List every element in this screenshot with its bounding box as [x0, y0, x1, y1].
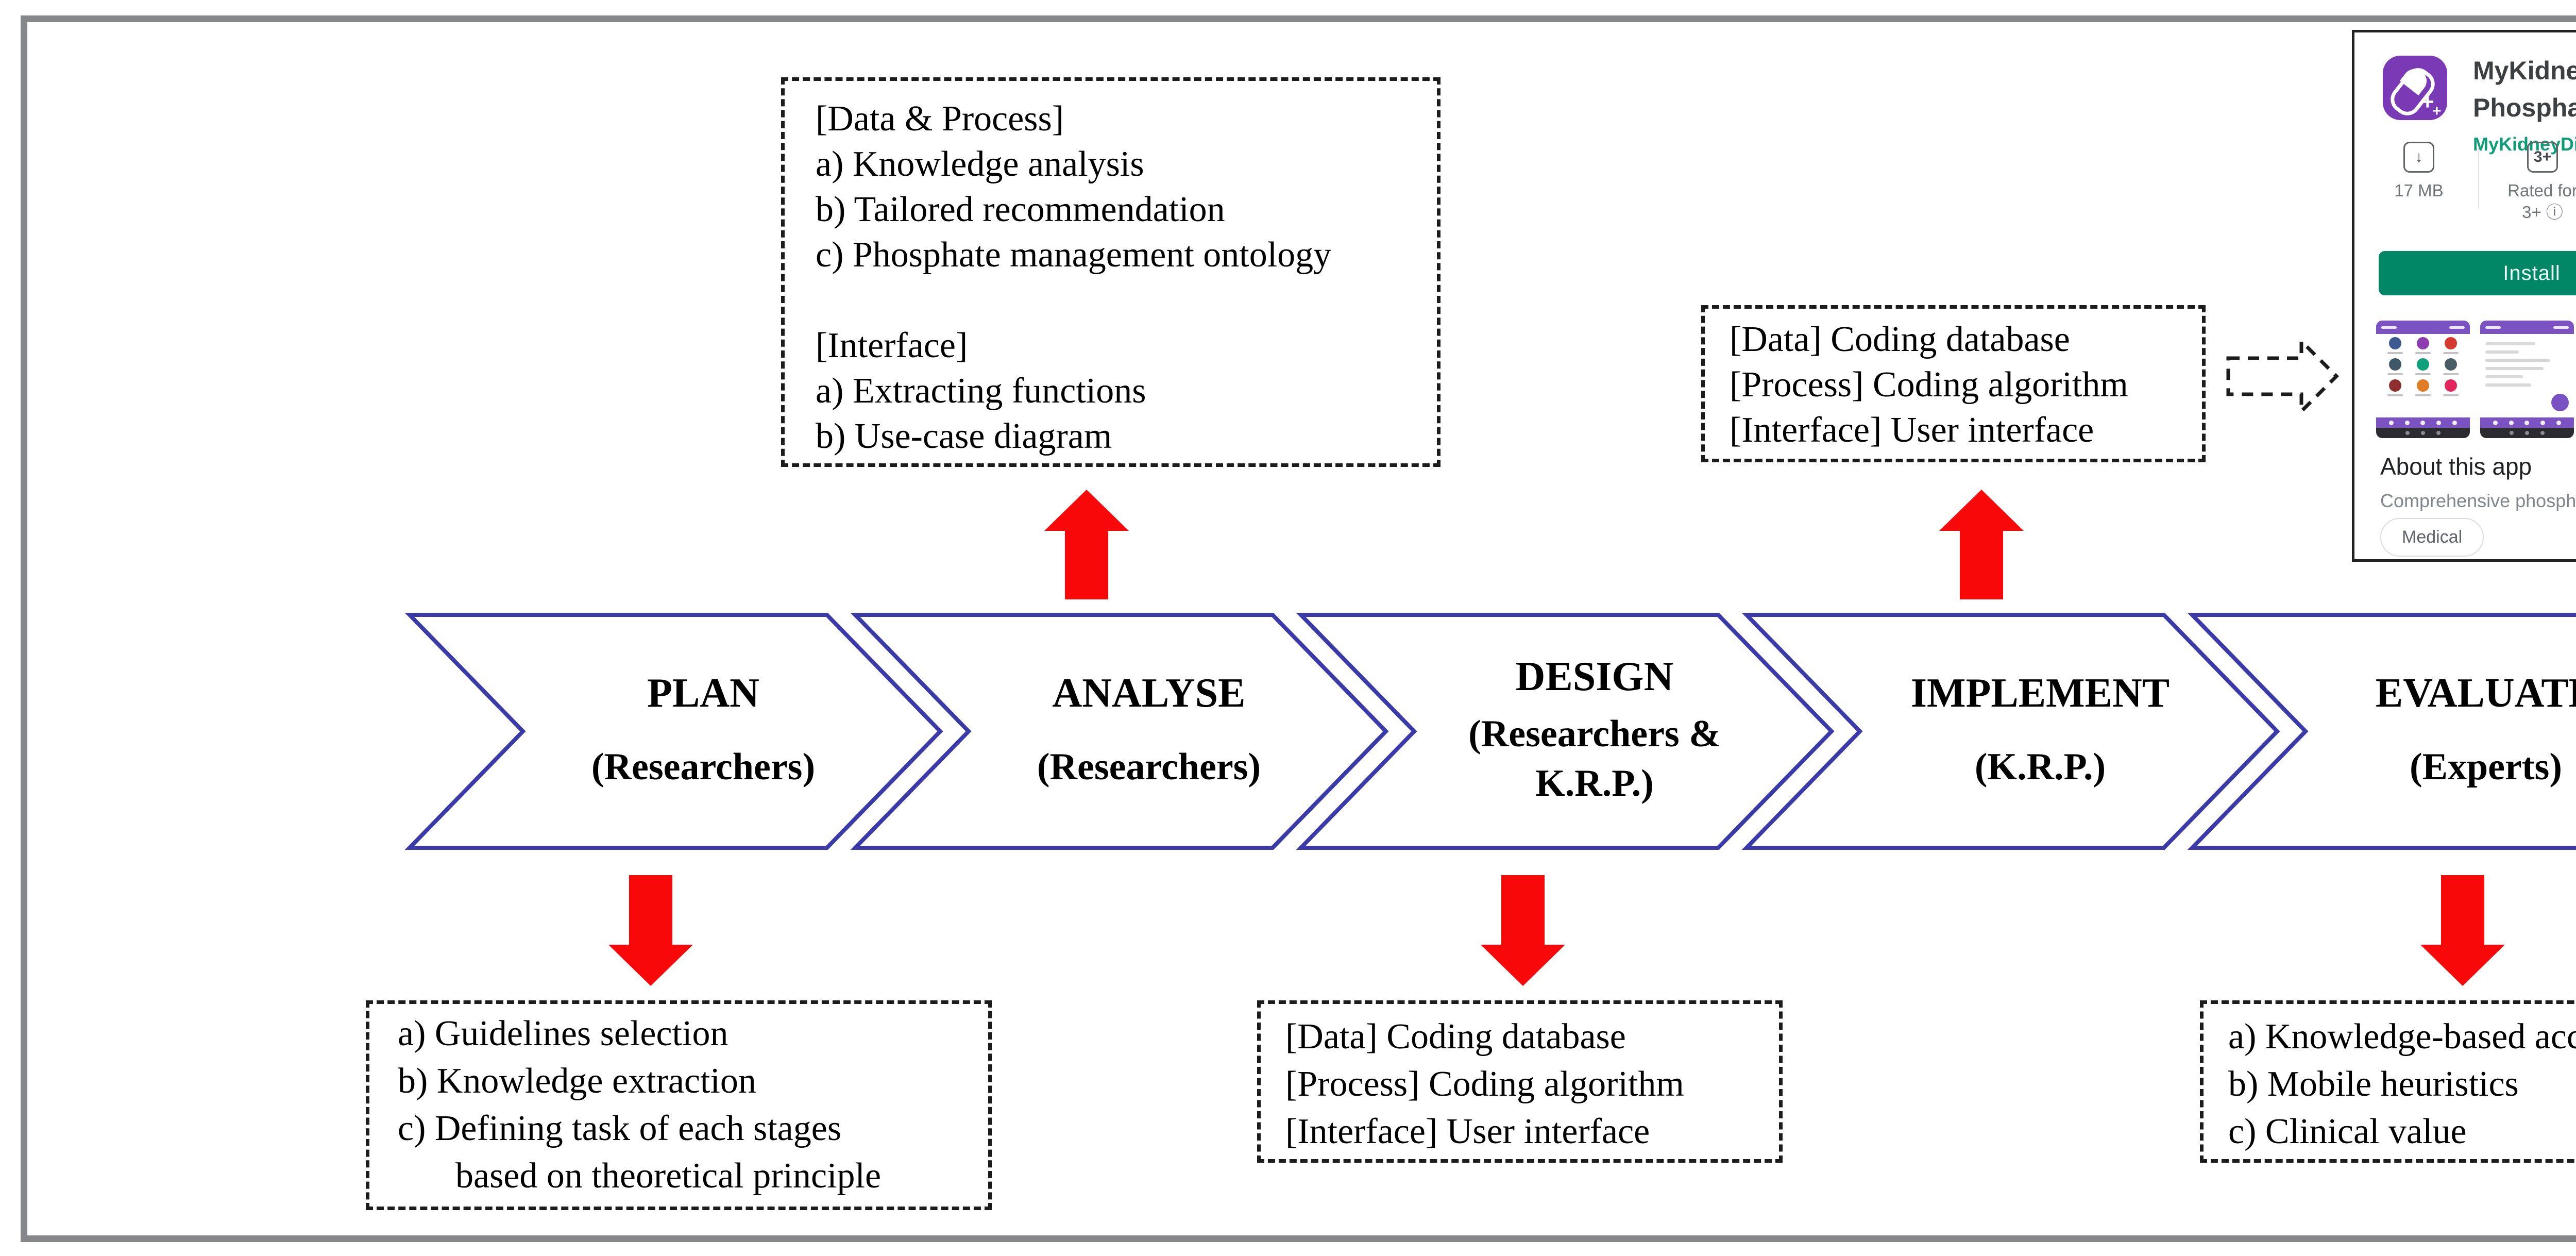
- stat-rating-line1: Rated for: [2507, 181, 2576, 200]
- stage-evaluate-actor: (Experts): [2410, 746, 2562, 788]
- stat-rating-line2: 3+ ⓘ: [2522, 203, 2563, 222]
- stage-implement: IMPLEMENT (K.R.P.): [1795, 615, 2285, 848]
- about-heading: About this app: [2380, 453, 2532, 480]
- category-dot-icon: [2445, 337, 2457, 349]
- stage-design-actor-line1: (Researchers &: [1468, 713, 1721, 755]
- stage-implement-actor: (K.R.P.): [1974, 746, 2106, 788]
- chevron-evaluate: [2187, 613, 2576, 850]
- stage-plan-actor: (Researchers): [591, 746, 816, 788]
- callout-line: [Interface]: [816, 326, 968, 365]
- category-dot-icon: [2417, 358, 2429, 371]
- callout-line: c) Phosphate management ontology: [816, 235, 1332, 275]
- stage-plan-name: PLAN: [647, 671, 759, 716]
- down-arrow-evaluate: [2420, 875, 2505, 986]
- plus-icon: +: [2421, 89, 2434, 114]
- stat-rating: 3+ Rated for 3+ ⓘ: [2494, 142, 2576, 223]
- fab-icon: [2551, 394, 2569, 411]
- chevron-design: [1296, 613, 1835, 850]
- stage-plan: PLAN (Researchers): [459, 615, 948, 848]
- callout-line: [Interface] User interface: [1730, 410, 2094, 450]
- dashed-output-arrow: [2226, 337, 2339, 416]
- app-title-line2: Phosphate Tracker: [2473, 93, 2576, 122]
- screenshot-nav-bar: [2480, 417, 2574, 428]
- callout-line: based on theoretical principle: [455, 1156, 882, 1196]
- callout-line: a) Extracting functions: [816, 371, 1146, 411]
- category-dot-icon: [2445, 379, 2457, 392]
- stage-evaluate-name: EVALUATE: [2375, 671, 2576, 716]
- stage-design-name: DESIGN: [1515, 654, 1674, 699]
- callout-line: [816, 278, 1427, 323]
- callout-analyse-outputs: [Data & Process] a) Knowledge analysis b…: [781, 77, 1440, 467]
- down-arrow-design: [1481, 875, 1565, 986]
- plus-small-icon: +: [2432, 103, 2442, 120]
- callout-line: b) Knowledge extraction: [398, 1061, 756, 1101]
- callout-line: a) Guidelines selection: [398, 1014, 728, 1053]
- callout-implement-outputs: [Data] Coding database [Process] Coding …: [1701, 305, 2206, 462]
- callout-evaluate-criteria: a) Knowledge-based accuracy b) Mobile he…: [2200, 1000, 2576, 1163]
- category-dot-icon: [2389, 379, 2401, 392]
- chevron-analyse: [850, 613, 1389, 850]
- content-rating-icon: 3+: [2527, 142, 2558, 173]
- down-arrow-plan: [608, 875, 693, 986]
- screenshot-header-bar: [2480, 321, 2574, 334]
- callout-line: [Data] Coding database: [1285, 1017, 1626, 1057]
- callout-line: [Interface] User interface: [1285, 1112, 1650, 1151]
- stage-analyse: ANALYSE (Researchers): [904, 615, 1394, 848]
- category-dot-icon: [2445, 358, 2457, 371]
- stage-evaluate: EVALUATE (Experts): [2241, 615, 2576, 848]
- callout-line: [Data & Process]: [816, 99, 1064, 139]
- callout-line: c) Defining task of each stages: [398, 1109, 842, 1148]
- callout-line: [Process] Coding algorithm: [1730, 365, 2128, 405]
- app-size-icon: ↓: [2403, 142, 2434, 173]
- screenshot-nav-bar: [2376, 417, 2470, 428]
- callout-line: b) Mobile heuristics: [2228, 1064, 2519, 1104]
- stat-size: ↓ 17 MB: [2375, 142, 2463, 202]
- screenshot-device-base: [2376, 428, 2470, 438]
- app-description: Comprehensive phosphate education app: [2380, 490, 2576, 511]
- callout-design-outputs: [Data] Coding database [Process] Coding …: [1257, 1000, 1783, 1163]
- callout-line: b) Tailored recommendation: [816, 190, 1225, 229]
- callout-line: c) Clinical value: [2228, 1112, 2467, 1151]
- category-chip-medical[interactable]: Medical: [2380, 518, 2484, 557]
- category-dot-icon: [2417, 337, 2429, 349]
- app-screenshot-detail[interactable]: [2480, 321, 2574, 438]
- callout-line: [Data] Coding database: [1730, 320, 2070, 359]
- callout-line: a) Knowledge-based accuracy: [2228, 1017, 2576, 1057]
- screenshot-header-bar: [2376, 321, 2470, 334]
- app-title-line1: MyKidneyDiet -: [2473, 56, 2576, 85]
- category-dot-icon: [2389, 337, 2401, 349]
- callout-line: a) Knowledge analysis: [816, 144, 1144, 184]
- callout-plan-tasks: a) Guidelines selection b) Knowledge ext…: [366, 1000, 992, 1210]
- up-arrow-analyse: [1044, 490, 1129, 599]
- stat-divider: [2478, 147, 2479, 209]
- install-button[interactable]: Install: [2379, 251, 2576, 295]
- screenshot-device-base: [2480, 428, 2574, 438]
- category-dot-icon: [2417, 379, 2429, 392]
- app-title: MyKidneyDiet - Phosphate Tracker: [2473, 52, 2576, 126]
- figure-border: [21, 15, 2576, 1242]
- stat-size-value: 17 MB: [2394, 181, 2444, 200]
- about-this-app-row[interactable]: About this app →: [2380, 451, 2576, 482]
- app-icon: + +: [2383, 56, 2447, 121]
- chevron-plan: [404, 613, 943, 850]
- stage-design: DESIGN (Researchers & K.R.P.): [1350, 615, 1839, 848]
- stage-analyse-actor: (Researchers): [1037, 746, 1261, 788]
- callout-line: [Process] Coding algorithm: [1285, 1064, 1684, 1104]
- up-arrow-implement: [1939, 490, 2024, 599]
- app-screenshot-home[interactable]: [2376, 321, 2470, 438]
- play-store-card: + + MyKidneyDiet - Phosphate Tracker MyK…: [2352, 30, 2576, 562]
- callout-line: b) Use-case diagram: [816, 416, 1112, 456]
- chevron-implement: [1741, 613, 2280, 850]
- stage-design-actor-line2: K.R.P.): [1535, 762, 1654, 805]
- app-developer-link[interactable]: MyKidneyDiet: [2473, 133, 2576, 155]
- stage-implement-name: IMPLEMENT: [1910, 671, 2170, 716]
- stage-analyse-name: ANALYSE: [1052, 671, 1246, 716]
- category-dot-icon: [2389, 358, 2401, 371]
